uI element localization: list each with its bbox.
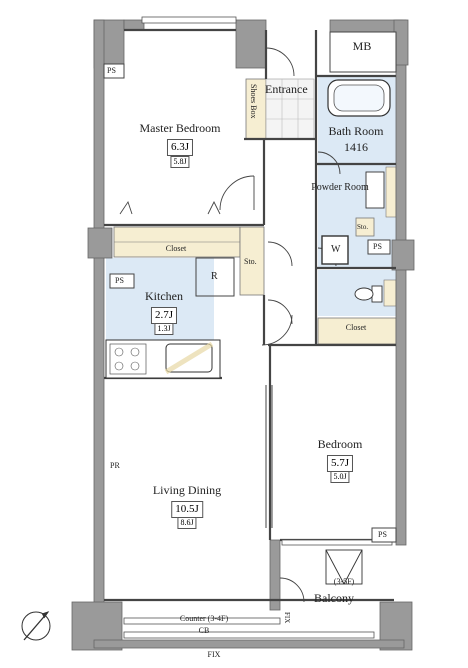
sto-label: Sto. [244, 257, 257, 266]
ps-box-balcony [371, 527, 397, 543]
storage-left [239, 226, 265, 296]
kitchen-label: Kitchen [145, 289, 183, 303]
washbasin [365, 171, 385, 209]
bath-room-label: Bath Room [328, 124, 384, 138]
refrigerator-space [195, 257, 235, 297]
powder-sto [355, 217, 375, 237]
sto-powder-label: Sto. [357, 223, 369, 231]
fix-side-label: FIX [283, 612, 291, 624]
closet-label-master: Closet [165, 244, 187, 253]
toilet [354, 285, 383, 303]
kitchen-size-alt: 1.3J [154, 323, 174, 335]
closet-label-bedroom: Closet [345, 323, 367, 332]
entrance-label: Entrance [265, 82, 308, 96]
master-bedroom-size-alt: 5.8J [170, 156, 190, 168]
living-dining-label: Living Dining [152, 483, 222, 497]
wc-counter [383, 279, 397, 307]
washer [321, 235, 349, 265]
bedroom-size-alt: 5.0J [330, 471, 350, 483]
ps-box-top [103, 63, 125, 79]
entrance-floor [265, 78, 315, 140]
powder-room-label: Powder Room [311, 182, 369, 193]
ps-top-label: PS [107, 66, 116, 75]
powder-counter [385, 166, 397, 218]
balcony-note: (3-5F) [333, 577, 355, 586]
counter-label: Counter (3-4F) [179, 614, 229, 623]
cb-label: CB [198, 626, 210, 635]
bath-room-size: 1416 [344, 140, 368, 154]
master-bedroom-size: 6.3J [166, 139, 194, 156]
kitchen-size: 2.7J [150, 307, 178, 324]
compass-icon [21, 611, 51, 641]
balcony-label: Balcony [314, 591, 354, 605]
master-bedroom-label: Master Bedroom [139, 121, 221, 135]
ps-powder-label: PS [373, 242, 382, 251]
ps-kitchen-label: PS [115, 276, 124, 285]
ps-box-kitchen [109, 273, 135, 289]
pr-label: PR [110, 461, 120, 470]
ps-balcony-label: PS [378, 530, 387, 539]
shoes-box-label: Shoes Box [249, 84, 258, 119]
living-dining-size-alt: 8.6J [177, 517, 197, 529]
refrigerator-label: R [211, 271, 218, 282]
mb-box [329, 31, 397, 73]
mb-label: MB [352, 39, 372, 53]
bedroom-label: Bedroom [317, 437, 363, 451]
washer-label: W [331, 244, 341, 255]
balcony-aircon [325, 549, 363, 585]
living-dining-size: 10.5J [171, 501, 203, 518]
bedroom-size: 5.7J [326, 455, 354, 472]
fix-label: FIX [207, 650, 221, 659]
ps-box-powder [367, 239, 391, 255]
